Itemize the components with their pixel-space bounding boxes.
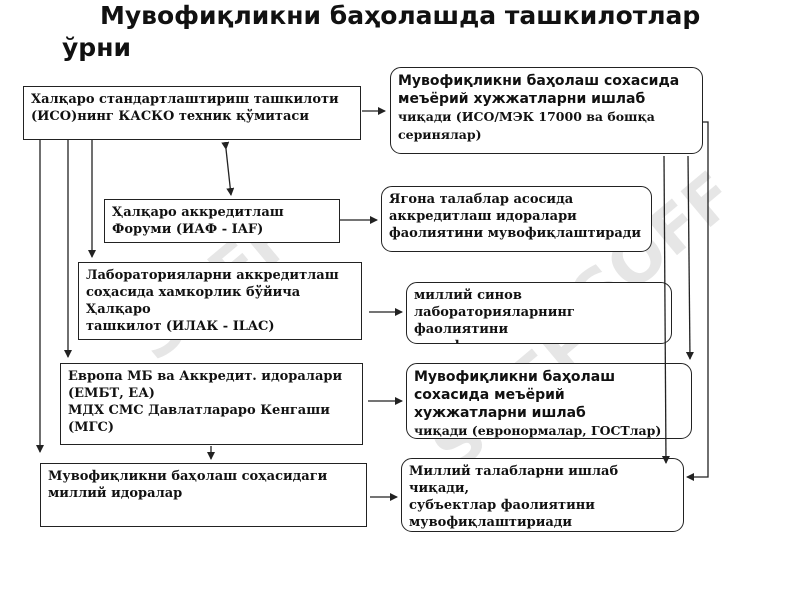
box-line: миллий идоралар — [48, 486, 183, 501]
ilac-box: Лабораторияларни аккредитлаш соҳасида ха… — [78, 262, 362, 340]
box-line: Ягона талаблар асосида — [389, 192, 574, 207]
iso-casco-box: Халқаро стандартлаштириш ташкилоти (ИСО)… — [23, 86, 361, 140]
box-line: чиқади (ИСО/МЭК 17000 ва бошқа серинялар… — [398, 109, 655, 142]
box-line: фаолиятини мувофиқлаштиради — [389, 226, 642, 241]
arrow-line — [221, 141, 235, 196]
euronorms-gost-box: Мувофиқликни баҳолаш сохасида меъёрий ху… — [406, 363, 692, 439]
arrow-line — [661, 155, 670, 464]
box-line: Форуми (ИАФ - IAF) — [112, 222, 264, 237]
box-line: сохасида меъёрий — [414, 387, 565, 403]
arrow-line — [685, 155, 694, 360]
box-line: Мувофиқликни баҳолаш — [414, 369, 616, 385]
page-title: Мувофиқликни баҳолашда ташкилотлар ўрни — [62, 1, 701, 62]
iso-iec-17000-box: Мувофиқликни баҳолаш сохасида меъёрий ху… — [390, 67, 703, 154]
box-line: миллий синов лабораторияларнинг фаолияти… — [414, 288, 575, 343]
box-line: хужжатларни ишлаб — [414, 405, 586, 421]
box-line: Миллий талабларни ишлаб чиқади, — [409, 464, 619, 496]
box-line: Ҳалқаро аккредитлаш — [112, 205, 284, 220]
box-line: (ИСО)нинг КАСКО техник қўмитаси — [31, 109, 309, 124]
box-line: Халқаро стандартлаштириш ташкилоти — [31, 92, 339, 107]
arrow-line — [686, 121, 709, 481]
box-line: (ЕМБТ, ЕА) — [68, 386, 155, 401]
box-line: МДХ СМС Давлатлараро Кенгаши — [68, 403, 330, 418]
box-line: (МГС) — [68, 420, 115, 435]
box-line: ташкилот (ИЛАК - ILAC) — [86, 319, 275, 334]
box-line: меъёрий хужжатларни ишлаб — [398, 91, 646, 107]
testing-labs-box: миллий синов лабораторияларнинг фаолияти… — [406, 282, 672, 344]
national-requirements-box: Миллий талабларни ишлаб чиқади, субъектл… — [401, 458, 684, 532]
iaf-box: Ҳалқаро аккредитлаш Форуми (ИАФ - IAF) — [104, 199, 340, 243]
uniform-requirements-box: Ягона талаблар асосида аккредитлаш идора… — [381, 186, 652, 252]
box-line: мувофиқлаштириади — [409, 515, 573, 530]
national-bodies-box: Мувофиқликни баҳолаш соҳасидаги миллий и… — [40, 463, 367, 527]
box-line: аккредитлаш идоралари — [389, 209, 577, 224]
box-line: Европа МБ ва Аккредит. идоралари — [68, 369, 343, 384]
box-line: соҳасида хамкорлик бўйича Ҳалқаро — [86, 285, 301, 317]
box-line: Мувофиқликни баҳолаш сохасида — [398, 73, 680, 89]
box-line: Мувофиқликни баҳолаш соҳасидаги — [48, 469, 328, 484]
box-line: чиқади (евронормалар, ГОСТлар) — [414, 423, 662, 438]
embt-mgs-box: Европа МБ ва Аккредит. идоралари (ЕМБТ, … — [60, 363, 363, 445]
box-line: Лабораторияларни аккредитлаш — [86, 268, 339, 283]
box-line: субъектлар фаолиятини — [409, 498, 595, 513]
